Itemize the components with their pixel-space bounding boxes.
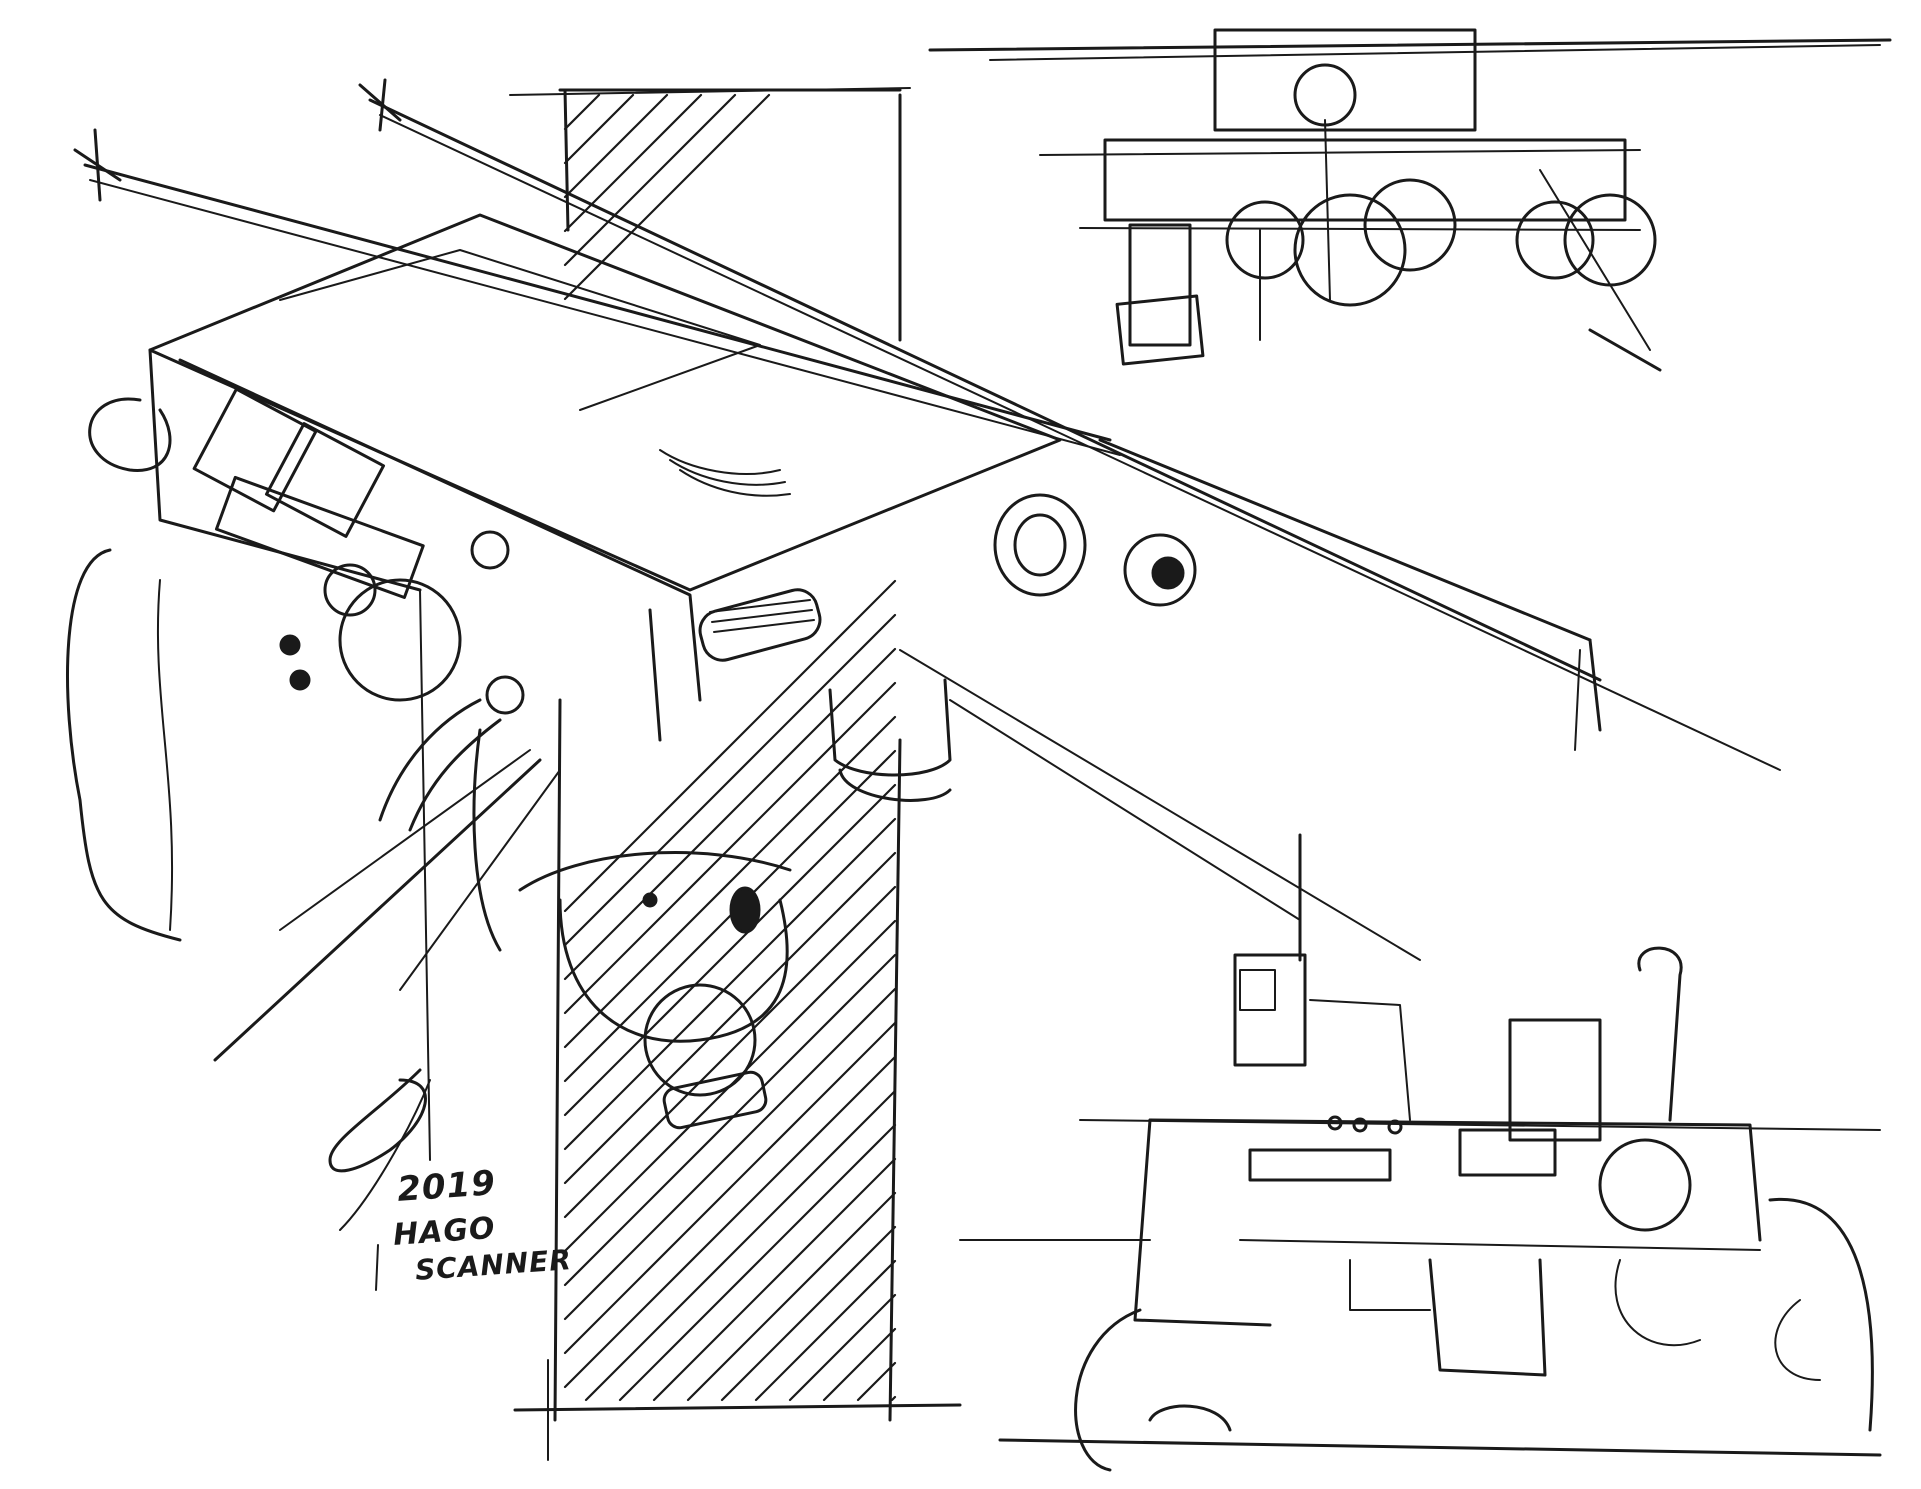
hatch-line (563, 681, 897, 1015)
hatch-line (563, 93, 703, 233)
hatch-line (563, 647, 897, 981)
hatch-line (618, 1123, 897, 1402)
hatch-line (720, 1225, 897, 1402)
hatch-line (563, 93, 771, 301)
hatch-line (563, 885, 897, 1219)
hatch-line (563, 93, 669, 199)
hatch-line (563, 953, 897, 1287)
hatch-line (822, 1327, 897, 1402)
bottom-right-thumbnail-sketch (959, 833, 1882, 1472)
hatch-line (563, 987, 897, 1321)
top-right-thumbnail-sketch (928, 28, 1892, 372)
main-machine-sketch (66, 78, 1781, 1161)
signature-year: 2019 (396, 1163, 498, 1210)
hatch-line (563, 93, 601, 131)
hatch-line (563, 613, 897, 947)
hatch-line (890, 1395, 897, 1402)
hatch-line (686, 1191, 897, 1402)
hatch-line (563, 783, 897, 1117)
signature-scribble (328, 1068, 431, 1291)
signature-name-line-1: HAGO (392, 1210, 497, 1253)
hatch-line (563, 851, 897, 1185)
hatch-line (563, 93, 635, 165)
hatch-line (563, 817, 897, 1151)
hatch-line (652, 1157, 897, 1402)
pillar-hatching (563, 93, 897, 1402)
hatch-line (584, 1089, 897, 1402)
hatch-line (754, 1259, 897, 1402)
hatch-line (563, 1055, 897, 1389)
hatch-line (856, 1361, 897, 1402)
hatch-line (563, 1021, 897, 1355)
hatch-line (788, 1293, 897, 1402)
hatch-line (563, 93, 737, 267)
